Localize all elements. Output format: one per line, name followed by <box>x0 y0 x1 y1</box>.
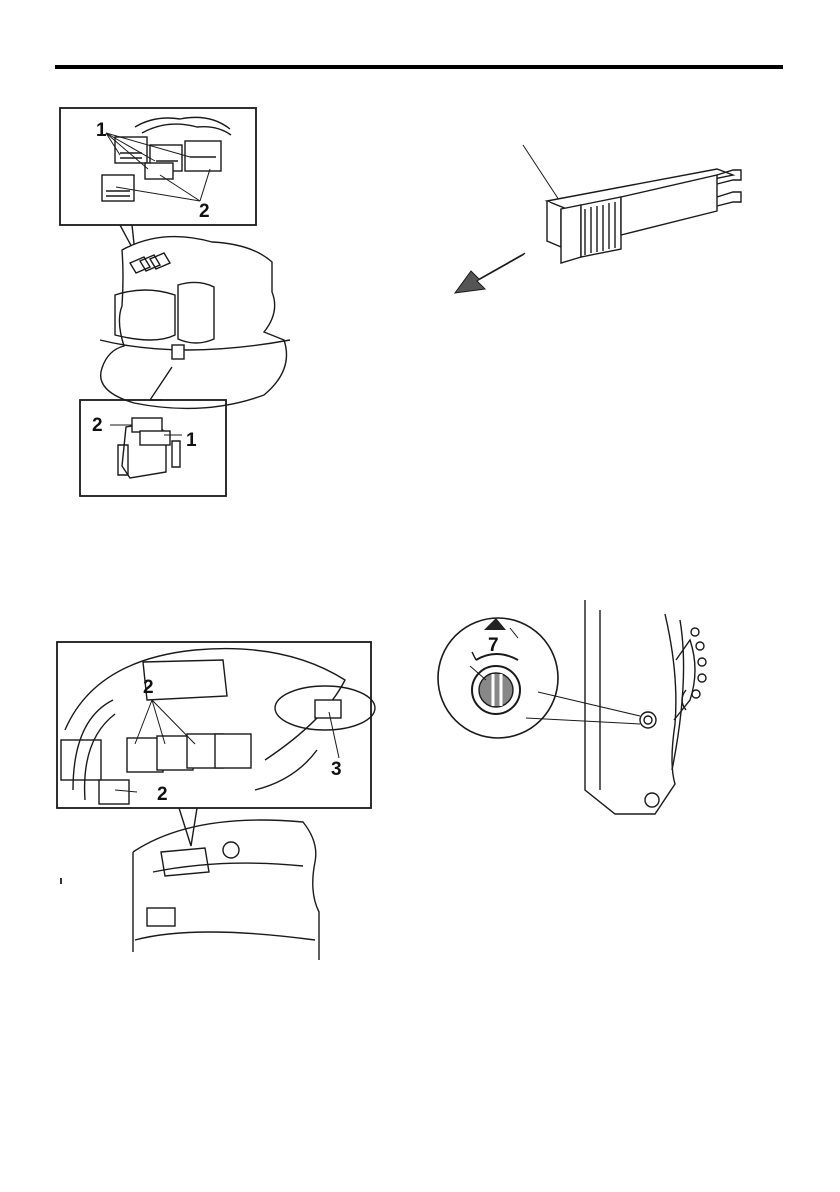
terminal-tool-illustration <box>455 135 755 295</box>
tighten-arrow-icon <box>484 618 506 630</box>
engine-front-illustration <box>55 640 375 960</box>
callout-7: 7 <box>488 636 499 655</box>
header-rule <box>55 65 783 69</box>
figure-terminal-tool <box>455 135 755 295</box>
callout-2-lower: 2 <box>92 416 103 435</box>
figure-connector-location-front: 2 2 3 <box>55 640 375 960</box>
callout-2-top: 2 <box>143 678 154 697</box>
engine-top-illustration <box>60 105 280 500</box>
callout-3: 3 <box>331 760 342 779</box>
bleed-screw-illustration <box>440 600 740 820</box>
callout-1-upper: 1 <box>96 121 107 140</box>
callout-2-bottom: 2 <box>157 785 168 804</box>
callout-2-upper: 2 <box>199 202 210 221</box>
margin-mark <box>60 878 62 884</box>
figure-bleed-screw-detail: 7 <box>440 600 740 820</box>
figure-connector-location-top: 1 2 2 1 <box>60 105 280 500</box>
pull-direction-arrow-icon <box>455 253 525 293</box>
callout-1-lower: 1 <box>186 431 197 450</box>
